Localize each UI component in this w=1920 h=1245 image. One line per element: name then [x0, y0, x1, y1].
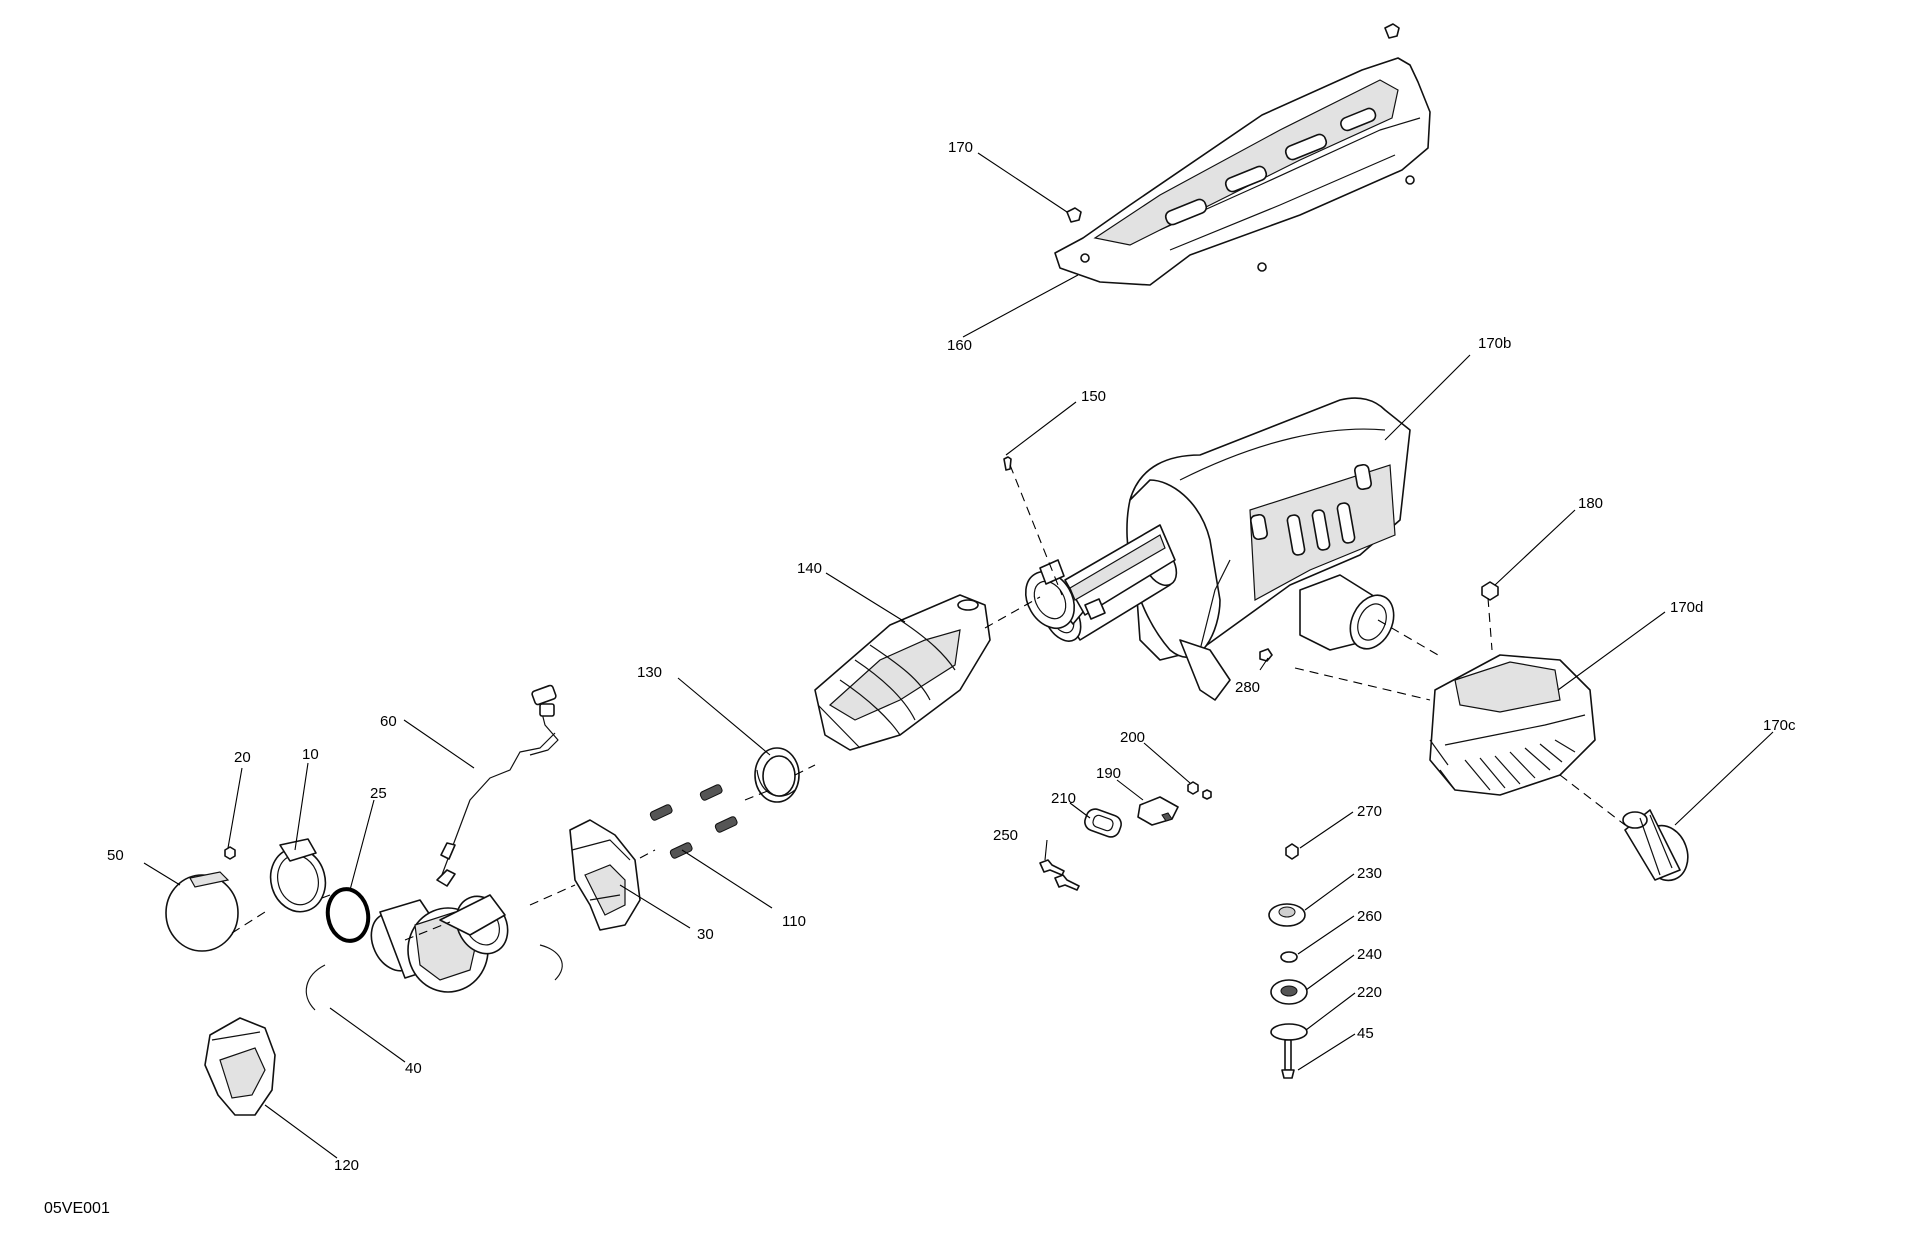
callout-labels: 170 160 170b 150 180 140 170d 280 170c 1…: [44, 139, 1796, 1217]
callout-210: 45: [1357, 1025, 1374, 1042]
callout-260: 260: [1357, 908, 1382, 925]
callout-280: 280: [1235, 679, 1260, 696]
part-270-nut: [1285, 843, 1299, 860]
drawing-code: 05VE001: [44, 1200, 110, 1217]
part-10-clamp: [269, 838, 327, 913]
part-260-washer: [1280, 951, 1298, 963]
part-220-mount: [1268, 903, 1306, 927]
callout-170c: 170d: [1670, 599, 1703, 616]
part-120-gasket: [754, 747, 800, 803]
callout-180: 190: [1096, 765, 1121, 782]
part-170c-tail-cap: [1429, 654, 1596, 796]
leader-lines: [143, 152, 1774, 1159]
part-210-bolt: [1281, 1039, 1295, 1079]
part-280-bolt: [1259, 648, 1273, 662]
callout-45: 120: [334, 1157, 359, 1174]
part-20-nut: [224, 846, 236, 860]
callout-190: 210: [1051, 790, 1076, 807]
part-160-screw: [1066, 207, 1082, 223]
part-170-muffler: [1042, 397, 1411, 701]
callout-150: 160: [947, 337, 972, 354]
callout-20: 20: [234, 749, 251, 766]
callout-120: 130: [637, 664, 662, 681]
callout-25: 25: [370, 785, 387, 802]
part-40-shield: [569, 819, 641, 931]
callout-170d: 180: [1578, 495, 1603, 512]
part-250-washer: [1270, 1023, 1308, 1041]
part-25-o-ring: [325, 887, 371, 943]
callout-240: 250: [993, 827, 1018, 844]
callout-270: 270: [1357, 803, 1382, 820]
part-150-heat-shield: [1054, 57, 1431, 286]
part-50-cap: [165, 871, 239, 952]
part-200-nut: [1187, 781, 1212, 800]
part-30-circlip: [305, 944, 563, 1011]
callout-170b: 170c: [1763, 717, 1796, 734]
callout-10: 10: [302, 746, 319, 763]
callout-140: 150: [1081, 388, 1106, 405]
callout-200: 200: [1120, 729, 1145, 746]
callout-30: 40: [405, 1060, 422, 1077]
callout-160: 170: [948, 139, 973, 156]
callout-220: 230: [1357, 865, 1382, 882]
part-130-heat-shield: [814, 594, 991, 751]
part-190-grommet: [1084, 808, 1122, 838]
part-170b-outlet-tip: [1622, 809, 1689, 882]
callout-110: 110: [782, 913, 806, 930]
part-170d-nut: [1481, 581, 1499, 601]
callout-40: 30: [697, 926, 714, 943]
callout-230: 240: [1357, 946, 1382, 963]
part-45-shield: [204, 1017, 276, 1116]
part-170-inlet-flange: [1024, 524, 1176, 630]
callout-170: 170b: [1478, 335, 1511, 352]
part-240-bolts: [1039, 859, 1080, 891]
part-140-screw: [1003, 456, 1012, 471]
callout-50: 50: [107, 847, 124, 864]
assembly-centerlines: [231, 464, 1626, 941]
part-230-bushing: [1270, 979, 1308, 1005]
part-160b-screw: [1384, 23, 1400, 39]
part-60-sensor: [436, 684, 559, 887]
callout-130: 140: [797, 560, 822, 577]
part-180-bracket: [1137, 796, 1179, 826]
callout-250: 220: [1357, 984, 1382, 1001]
callout-60: 60: [380, 713, 397, 730]
part-elbow-housing: [370, 894, 509, 993]
part-110-springs: [649, 784, 738, 859]
